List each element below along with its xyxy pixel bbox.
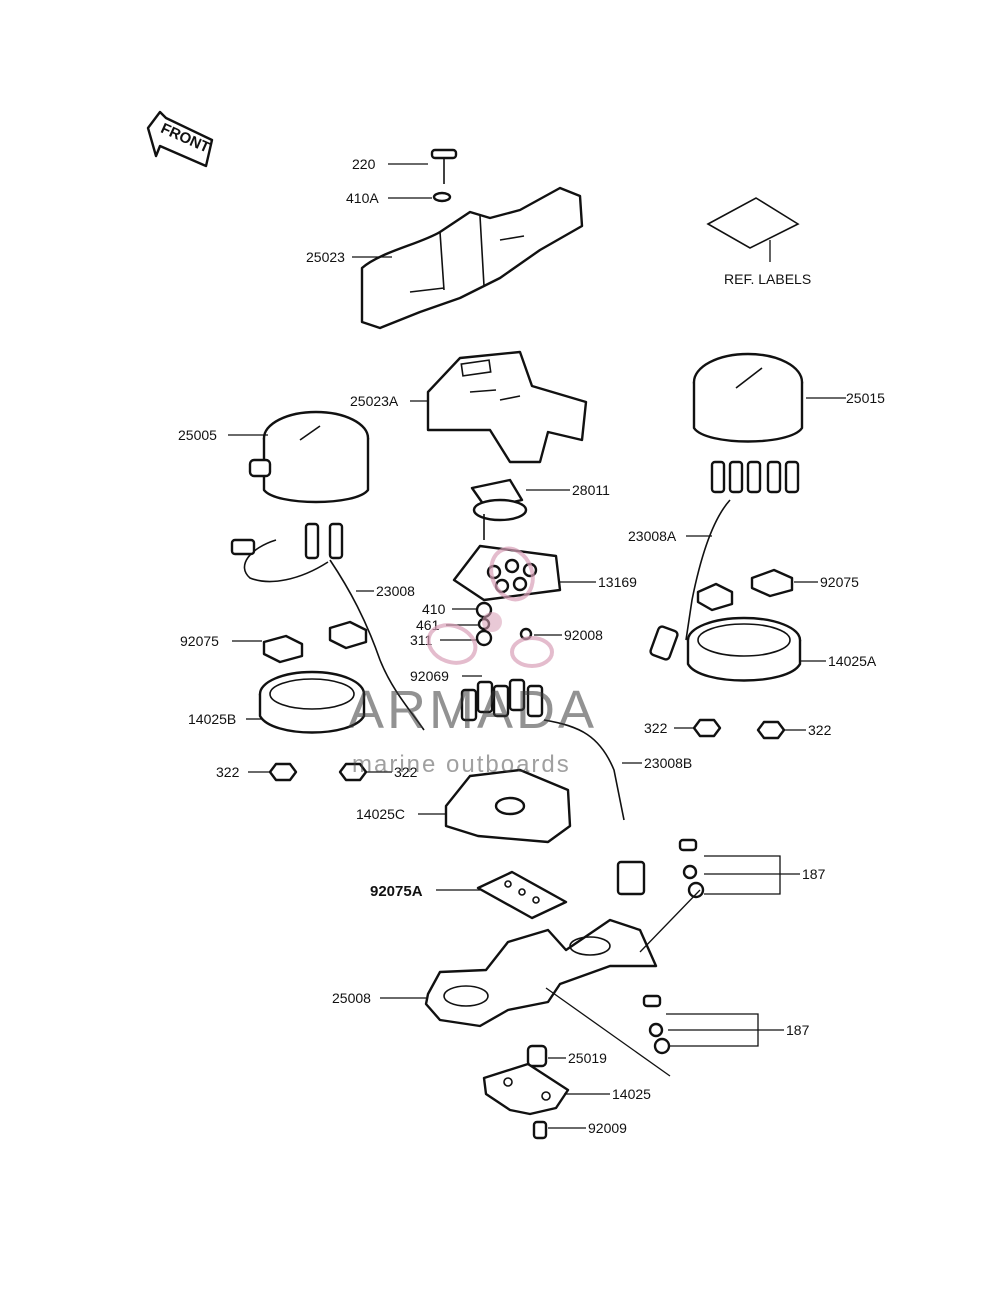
label-23008: 23008 [376, 583, 415, 599]
label-25023A: 25023A [350, 393, 399, 409]
bracket-25008-icon [424, 918, 658, 1028]
cushion-92075-left-icon [262, 620, 368, 664]
label-92075-left: 92075 [180, 633, 219, 649]
front-arrow-icon: FRONT [146, 110, 214, 168]
nut-322-icons [268, 718, 786, 782]
label-25015: 25015 [846, 390, 885, 406]
indicator-panel-13169-icon [452, 544, 562, 602]
ref-labels-text: REF. LABELS [724, 271, 811, 287]
watermark-logo: ARMADA marine outboards [348, 546, 597, 778]
pad-92075A-icon [476, 870, 568, 920]
plate-14025-icon [482, 1062, 570, 1116]
label-14025: 14025 [612, 1086, 651, 1102]
cover-25023A-icon [426, 350, 588, 464]
bolt-220-icon [430, 148, 458, 203]
screw-187-upper-icon [678, 838, 705, 899]
label-322-c: 322 [644, 720, 668, 736]
label-187-lower: 187 [786, 1022, 810, 1038]
cushion-92075-right-icon [696, 568, 794, 612]
screw-92009-icon [532, 1120, 548, 1140]
housing-14025A-icon [686, 616, 802, 682]
label-25008: 25008 [332, 990, 371, 1006]
grommet-25019-icon [526, 1044, 548, 1068]
label-25005: 25005 [178, 427, 217, 443]
housing-14025B-icon [258, 670, 366, 734]
label-410A: 410A [346, 190, 379, 206]
housing-14025C-icon [444, 768, 572, 844]
speedometer-25015-icon [692, 352, 804, 494]
label-25019: 25019 [568, 1050, 607, 1066]
label-25023: 25023 [306, 249, 345, 265]
label-92069: 92069 [410, 668, 449, 684]
label-14025C: 14025C [356, 806, 405, 822]
bulbs-92069-icon [460, 678, 646, 896]
bulb-sockets-icon [710, 460, 800, 494]
label-14025B: 14025B [188, 711, 236, 727]
label-322-a: 322 [216, 764, 240, 780]
harness-23008-icon [230, 522, 425, 731]
label-220: 220 [352, 156, 376, 172]
screw-187-lower-icon [642, 994, 671, 1055]
harness-23008A-icon [649, 499, 731, 661]
watermark-tagline: marine outboards [352, 751, 571, 778]
label-187-upper: 187 [802, 866, 826, 882]
label-13169: 13169 [598, 574, 637, 590]
ref-labels-icon [706, 197, 800, 262]
label-92075-right: 92075 [820, 574, 859, 590]
label-23008B: 23008B [644, 755, 692, 771]
label-92009: 92009 [588, 1120, 627, 1136]
label-14025A: 14025A [828, 653, 877, 669]
label-23008A: 23008A [628, 528, 677, 544]
label-92075A: 92075A [370, 883, 423, 900]
label-322-d: 322 [808, 722, 832, 738]
bracket-28011-icon [470, 478, 528, 540]
label-410: 410 [422, 601, 446, 617]
label-28011: 28011 [572, 482, 610, 498]
label-92008: 92008 [564, 627, 603, 643]
label-461: 461 [416, 617, 440, 633]
watermark-propeller-icon [426, 546, 554, 668]
cover-25023-icon [360, 186, 584, 330]
watermark-brand: ARMADA [348, 680, 597, 740]
label-322-b: 322 [394, 764, 418, 780]
tachometer-25005-icon [248, 410, 370, 504]
